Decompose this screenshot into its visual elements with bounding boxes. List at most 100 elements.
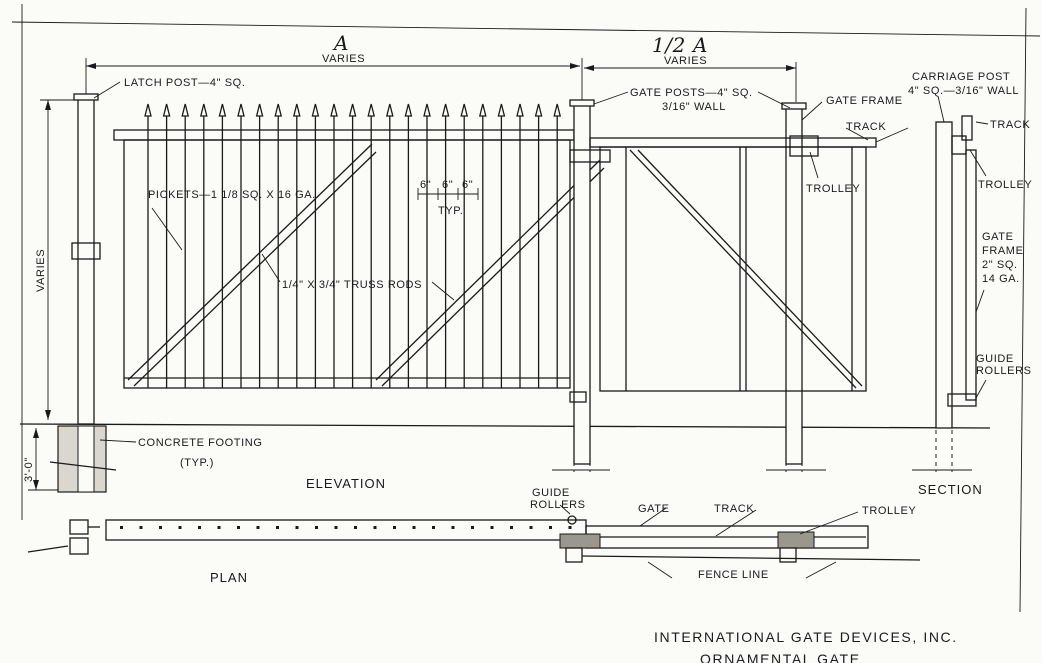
picket-spear-tip — [348, 103, 357, 117]
pickets-label: PICKETS—1 1/8 SQ. X 16 GA. — [148, 189, 316, 201]
plan-picket-mark — [393, 526, 396, 529]
picket-spear-tip — [385, 103, 394, 117]
section-guide-rollers-label-2: ROLLERS — [976, 365, 1032, 377]
truss-rod — [381, 167, 605, 387]
concrete-footing — [49, 425, 117, 493]
elevation-leaders — [93, 81, 909, 443]
track — [589, 137, 877, 148]
picket-spear-tip — [460, 103, 469, 117]
plan-picket-mark — [354, 526, 357, 529]
picket-spear-tip — [478, 103, 487, 117]
height-varies-label: VARIES — [35, 249, 47, 292]
plan-picket-mark — [139, 526, 143, 529]
fixed-fence-panel — [113, 103, 605, 389]
plan-picket-mark — [373, 526, 377, 529]
picket-spear-tip — [292, 103, 301, 117]
truss-rod — [375, 159, 601, 381]
latch-post — [71, 93, 101, 425]
plan-picket-marks — [120, 526, 572, 529]
spacing-typ-label: TYP. — [438, 205, 463, 217]
plan-picket-mark — [120, 526, 123, 529]
elevation-view — [19, 58, 991, 493]
plan-track-label: TRACK — [714, 503, 754, 515]
drawing-subtitle: ORNAMENTAL GATE — [700, 651, 861, 663]
gate-frame — [599, 146, 867, 392]
picket-spear-tip — [367, 103, 376, 117]
title-block: INTERNATIONAL GATE DEVICES, INC. ORNAMEN… — [654, 626, 958, 663]
plan-picket-mark — [315, 526, 318, 529]
section-gate-frame-label-1: GATE — [982, 231, 1014, 243]
picket-spear-tip — [199, 103, 208, 117]
spacing-label-1: 6" — [420, 179, 431, 191]
plan-picket-mark — [412, 526, 416, 529]
picket-spear-tip — [218, 103, 227, 117]
plan-trolley-label: TROLLEY — [862, 505, 916, 517]
picket-spear-tip — [162, 103, 171, 117]
picket-spear-tip — [441, 103, 450, 117]
truss-rod — [133, 151, 377, 387]
section-view — [912, 95, 989, 472]
dim-half-a-varies: VARIES — [664, 55, 707, 67]
picket-spear-tip — [497, 103, 506, 117]
picket-spacing-dim — [417, 188, 479, 200]
footing-depth-label: 3'-0" — [23, 457, 35, 482]
plan-picket-mark — [256, 526, 260, 529]
picket-spear-tip — [311, 103, 320, 117]
spacing-label-2: 6" — [442, 179, 453, 191]
section-gate-frame — [965, 149, 977, 401]
latch-post-label: LATCH POST—4" SQ. — [124, 77, 245, 89]
section-gate-frame-label-4: 14 GA. — [982, 273, 1020, 285]
carriage-post-label: CARRIAGE POST — [912, 71, 1010, 83]
section-guide-rollers — [947, 393, 977, 407]
section-title: SECTION — [918, 482, 983, 497]
elevation-title: ELEVATION — [306, 476, 386, 491]
picket-spear-tip — [423, 103, 431, 117]
carriage-post-size-label: 4" SQ.—3/16" WALL — [908, 85, 1019, 97]
plan-gate-label: GATE — [638, 503, 670, 515]
plan-view — [27, 504, 921, 579]
plan-picket-mark — [471, 526, 474, 529]
labels: A VARIES 1/2 A VARIES LATCH POST—4" SQ. … — [23, 31, 1032, 585]
plan-guide-rollers-label-1: GUIDE — [532, 487, 570, 499]
concrete-footing-label: CONCRETE FOOTING — [138, 437, 263, 449]
dim-half-a-letter: 1/2 A — [652, 33, 708, 57]
plan-picket-mark — [549, 526, 552, 529]
gate-post-left — [552, 99, 611, 472]
plan-picket-mark — [295, 526, 299, 529]
plan-picket-mark — [451, 526, 455, 529]
plan-picket-mark — [237, 526, 240, 529]
gate-posts-wall-label: 3/16" WALL — [662, 101, 726, 113]
spacing-label-3: 6" — [462, 179, 473, 191]
truss-rod — [127, 143, 373, 381]
truss-rods-label: 1/4" X 3/4" TRUSS RODS — [282, 279, 422, 291]
section-guide-rollers-label-1: GUIDE — [976, 353, 1014, 365]
section-track-label: TRACK — [990, 119, 1030, 131]
picket-spear-tip — [237, 103, 245, 117]
plan-fence-panel — [105, 519, 587, 541]
gate-post-right — [766, 102, 826, 472]
plan-picket-mark — [334, 526, 338, 529]
picket-spear-tip — [330, 103, 338, 117]
plan-guide-rollers-label-2: ROLLERS — [530, 499, 586, 511]
top-dimension-lines — [85, 58, 797, 102]
fence-line — [581, 555, 921, 561]
gate-posts-label: GATE POSTS—4" SQ. — [630, 87, 753, 99]
plan-picket-mark — [568, 526, 572, 529]
picket-spear-tip — [404, 103, 413, 117]
picket-spear-tip — [516, 103, 524, 117]
plan-picket-mark — [198, 526, 201, 529]
grade-line — [19, 423, 991, 429]
sheet-border — [11, 4, 1041, 613]
plan-picket-mark — [217, 526, 221, 529]
picket-spear-tip — [181, 103, 190, 117]
picket-spear-tip — [534, 103, 543, 117]
dim-a-varies: VARIES — [322, 53, 365, 65]
height-dimension — [28, 99, 78, 491]
plan-latch-post — [69, 519, 100, 555]
track-label: TRACK — [846, 121, 886, 133]
section-track — [961, 115, 973, 141]
plan-picket-mark — [510, 526, 513, 529]
picket-spear-tip — [553, 103, 562, 117]
plan-picket-mark — [178, 526, 182, 529]
